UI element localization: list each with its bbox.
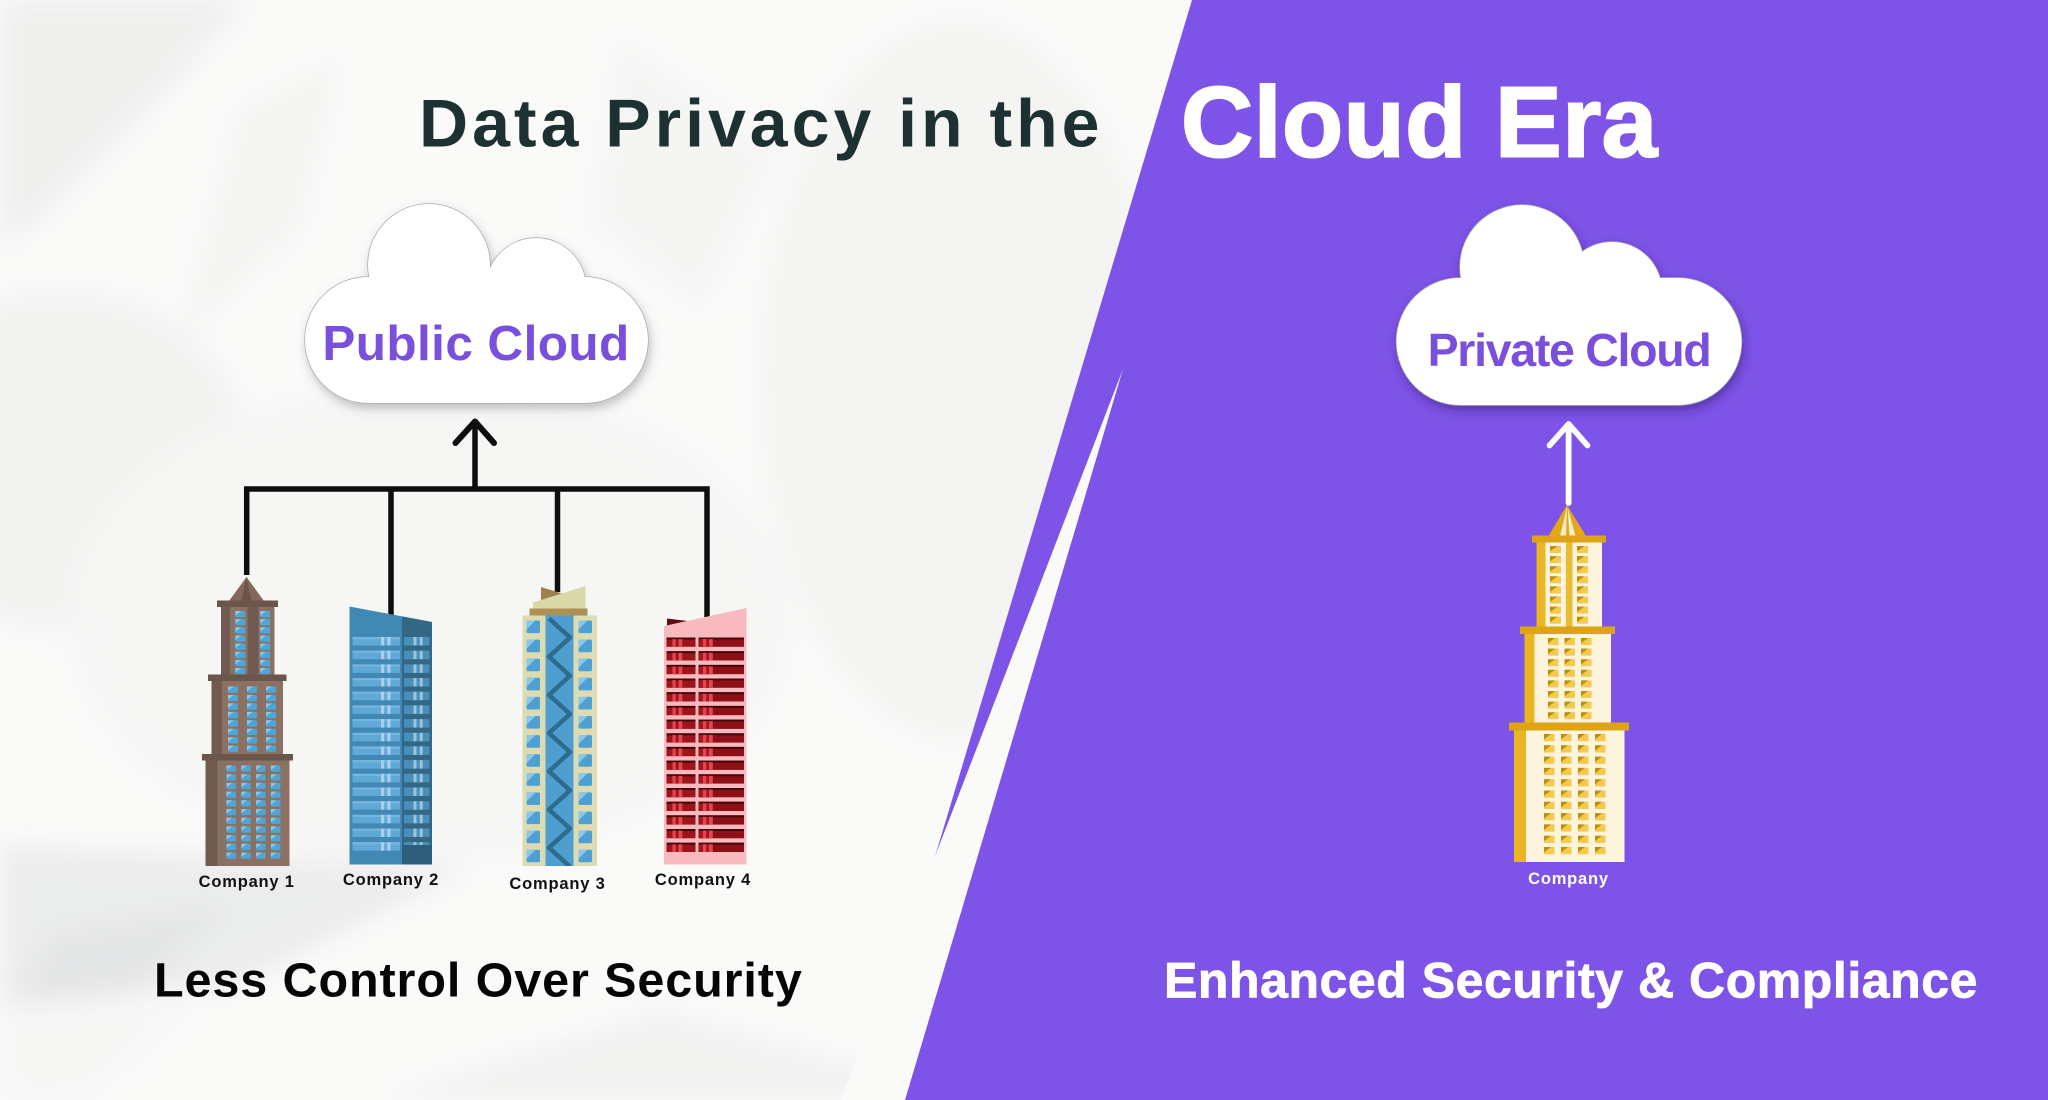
svg-text:Cloud Era: Cloud Era [1181, 67, 1659, 179]
svg-text:Less Control Over Security: Less Control Over Security [154, 954, 803, 1008]
svg-text:Enhanced Security & Compliance: Enhanced Security & Compliance [1164, 953, 1978, 1009]
svg-text:Private Cloud: Private Cloud [1428, 324, 1711, 376]
svg-text:Data Privacy in the: Data Privacy in the [419, 86, 1103, 162]
svg-text:Company 2: Company 2 [343, 871, 439, 889]
svg-text:Company 3: Company 3 [509, 875, 605, 893]
svg-text:Company: Company [1528, 870, 1609, 888]
svg-text:Company 1: Company 1 [199, 873, 295, 891]
svg-text:Company 4: Company 4 [655, 871, 751, 889]
svg-text:Public Cloud: Public Cloud [322, 316, 629, 371]
